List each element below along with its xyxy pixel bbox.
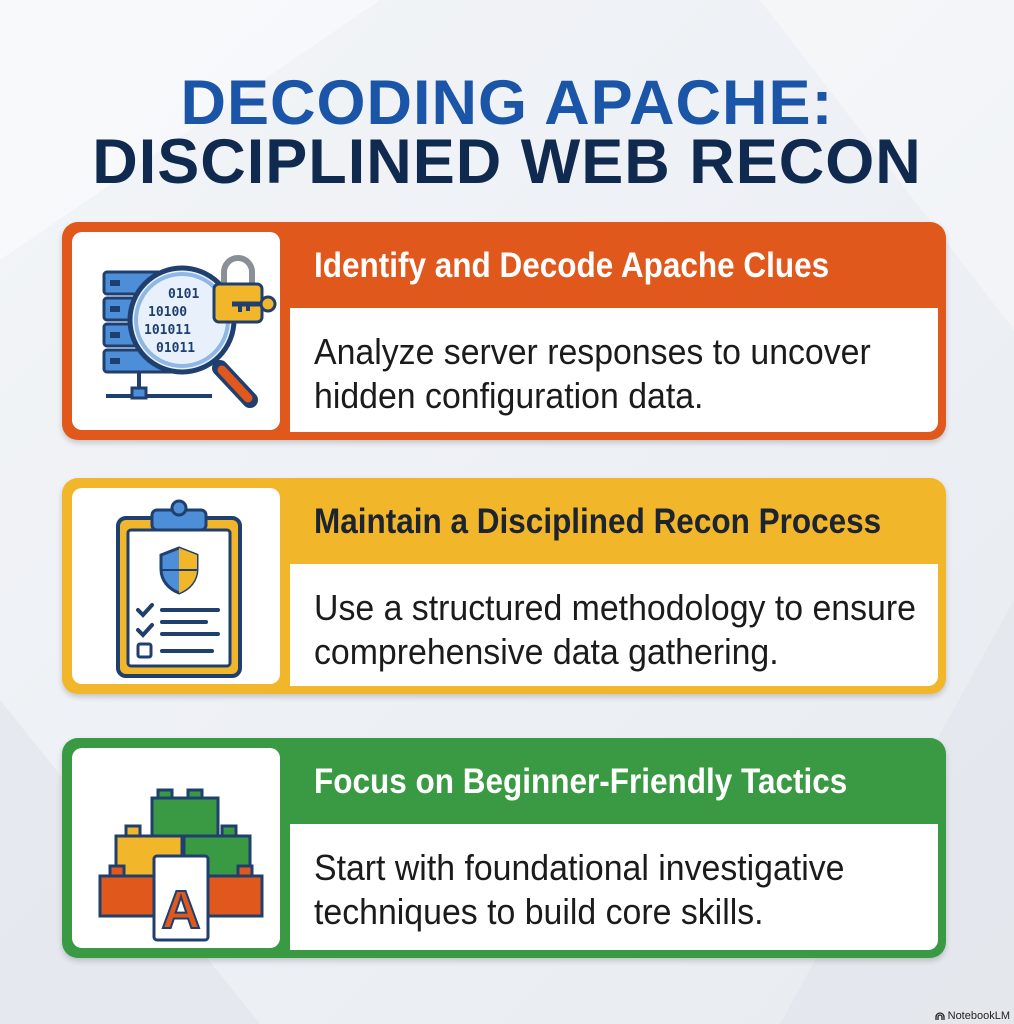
card-body-panel: Use a structured methodology to ensure c… [290, 564, 938, 686]
page-title-line-1: DECODING APACHE: [180, 68, 834, 138]
brand-watermark: NotebookLM [934, 1010, 1010, 1022]
card-icon-container [72, 488, 280, 684]
card-icon-container: A [72, 748, 280, 948]
card-body-panel: Analyze server responses to uncover hidd… [290, 308, 938, 432]
card-disciplined-process: Maintain a Disciplined Recon Process Use… [62, 478, 946, 694]
card-identify-decode: 0101 10100 101011 01011 Identify and Dec… [62, 222, 946, 440]
card-heading: Identify and Decode Apache Clues [314, 246, 830, 285]
clipboard-checklist-shield-icon [116, 499, 242, 678]
card-icon-container: 0101 10100 101011 01011 [72, 232, 280, 430]
server-magnifier-lock-icon: 0101 10100 101011 01011 [102, 255, 277, 408]
svg-text:A: A [162, 880, 201, 940]
svg-text:01011: 01011 [156, 341, 195, 356]
brand-label: NotebookLM [947, 1010, 1010, 1022]
card-body-panel: Start with foundational investigative te… [290, 824, 938, 950]
building-blocks-icon: A [98, 788, 264, 942]
card-description: Start with foundational investigative te… [314, 847, 845, 932]
svg-text:0101: 0101 [168, 287, 199, 302]
card-heading: Maintain a Disciplined Recon Process [314, 502, 882, 541]
svg-text:101011: 101011 [144, 323, 191, 338]
card-heading: Focus on Beginner-Friendly Tactics [314, 762, 848, 801]
card-beginner-tactics: A Focus on Beginner-Friendly Tactics Sta… [62, 738, 946, 958]
page-title-line-2: DISCIPLINED WEB RECON [92, 127, 922, 197]
notebooklm-logo-icon [934, 1012, 945, 1020]
card-description: Analyze server responses to uncover hidd… [314, 331, 871, 416]
card-description: Use a structured methodology to ensure c… [314, 587, 916, 672]
svg-text:10100: 10100 [148, 305, 187, 320]
